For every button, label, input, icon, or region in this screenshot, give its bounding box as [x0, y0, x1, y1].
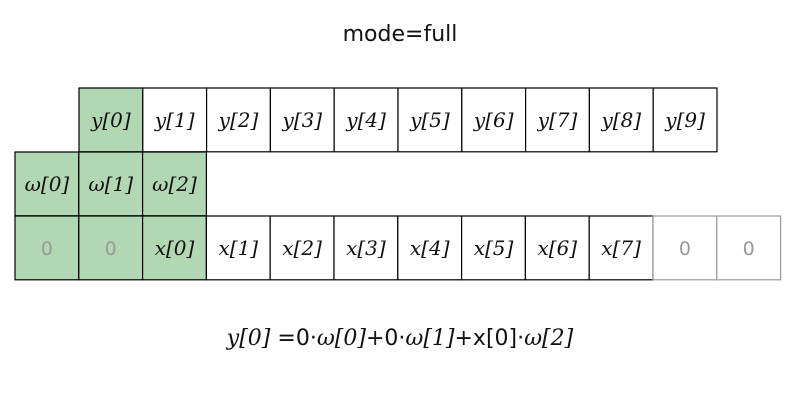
input-cell-9 [588, 215, 654, 281]
input-cell-label-7: x[5] [474, 236, 514, 260]
input-cell-label-8: x[6] [537, 236, 577, 260]
output-cell-label-3: y[3] [281, 108, 322, 132]
output-cell-label-8: y[8] [600, 108, 641, 132]
input-cell-label-6: x[4] [410, 236, 450, 260]
output-row: y[0] y[1] y[2] y[3] y[4] y[5] y[6] y[7] y[8] y[9] [78, 87, 718, 153]
input-cell-8 [524, 215, 590, 281]
kernel-cell-label-1: ω[1] [88, 172, 133, 196]
input-cell-7 [461, 215, 527, 281]
input-cell-1 [78, 215, 144, 281]
formula-term-0: 0· [295, 326, 317, 351]
kernel-cell-2 [142, 151, 208, 217]
formula-term-2: +0· [365, 326, 406, 351]
formula-term-5: ω[2] [524, 326, 574, 351]
kernel-cell-0 [14, 151, 80, 217]
output-cell-label-1: y[1] [154, 108, 195, 132]
input-cell-label-9: x[7] [601, 236, 641, 260]
input-row: 0 0 x[0] x[1] x[2] x[3] x[4] x[5] x[6] x[7] 0 0 [14, 215, 782, 281]
input-cell-label-10: 0 [679, 238, 691, 260]
input-cell-0 [14, 215, 80, 281]
output-cell-8 [588, 87, 654, 153]
formula-term-1: ω[0] [316, 326, 366, 351]
formula-lhs: y[0] [226, 326, 271, 351]
output-cell-2 [206, 87, 272, 153]
input-cell-label-11: 0 [743, 238, 755, 260]
kernel-cell-label-0: ω[0] [25, 172, 70, 196]
kernel-cell-label-2: ω[2] [152, 172, 197, 196]
output-cell-label-6: y[6] [473, 108, 514, 132]
formula-equals: = [270, 326, 296, 351]
formula: y[0] =0·ω[0]+0·ω[1]+x[0]·ω[2] [0, 326, 800, 351]
formula-term-3: ω[1] [405, 326, 455, 351]
output-cell-7 [524, 87, 590, 153]
output-cell-label-5: y[5] [409, 108, 450, 132]
input-cell-11 [716, 215, 782, 281]
output-cell-0 [78, 87, 144, 153]
input-cell-label-3: x[1] [218, 236, 258, 260]
input-cell-3 [205, 215, 271, 281]
output-cell-label-7: y[7] [537, 108, 578, 132]
input-cell-label-5: x[3] [346, 236, 386, 260]
output-cell-label-4: y[4] [345, 108, 386, 132]
output-cell-9 [652, 87, 718, 153]
output-cell-label-0: y[0] [90, 108, 131, 132]
input-cell-10 [652, 215, 718, 281]
output-cell-6 [461, 87, 527, 153]
diagram-title: mode=full [342, 22, 458, 47]
output-cell-label-2: y[2] [218, 108, 259, 132]
input-cell-label-2: x[0] [155, 236, 195, 260]
input-cell-6 [397, 215, 463, 281]
input-cell-4 [269, 215, 335, 281]
kernel-row: ω[0] ω[1] ω[2] [14, 151, 208, 217]
output-cell-label-9: y[9] [664, 108, 705, 132]
formula-term-4: +x[0]· [454, 326, 525, 351]
input-cell-label-1: 0 [105, 238, 117, 260]
input-cell-label-0: 0 [41, 238, 53, 260]
input-cell-label-4: x[2] [282, 236, 322, 260]
